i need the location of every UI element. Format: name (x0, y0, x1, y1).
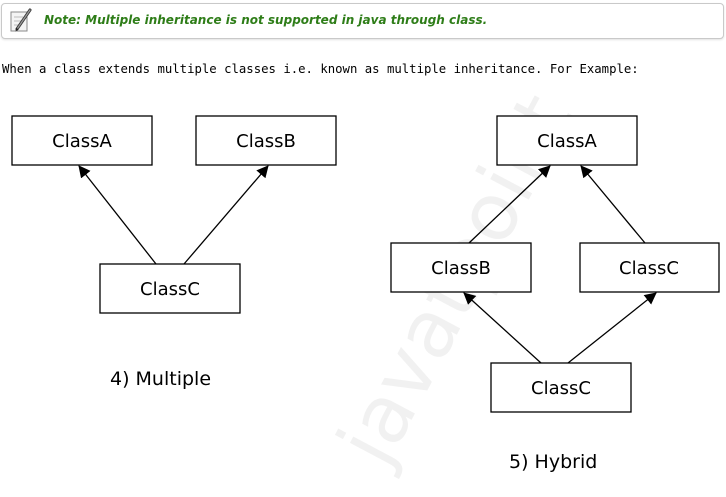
caption-hybrid: 5) Hybrid (509, 451, 597, 473)
box-class-a (11, 115, 153, 166)
box-class-a (496, 115, 638, 166)
label-class-c-bottom: ClassC (531, 378, 591, 399)
hybrid-inheritance-diagram: ClassA ClassB ClassC ClassC 5) Hybrid (390, 115, 720, 473)
note-text: Note: Multiple inheritance is not suppor… (44, 13, 488, 27)
box-class-c (99, 263, 241, 314)
arrow-c-to-a (580, 165, 646, 244)
arrow-bottom-to-c (567, 292, 657, 364)
label-class-c-right: ClassC (619, 258, 679, 279)
arrow-b-to-a (468, 165, 551, 244)
label-class-a: ClassA (52, 131, 112, 152)
multiple-inheritance-diagram: ClassA ClassB ClassC 4) Multiple (11, 115, 337, 390)
arrow-c-to-a (78, 165, 157, 265)
box-class-c-right (579, 242, 720, 293)
pencil-note-icon (10, 8, 32, 32)
arrow-c-to-b (183, 165, 269, 265)
caption-multiple: 4) Multiple (110, 368, 211, 390)
box-class-c-bottom (490, 362, 632, 413)
label-class-a: ClassA (537, 131, 597, 152)
box-class-b (195, 115, 337, 166)
intro-text: When a class extends multiple classes i.… (2, 62, 639, 76)
label-class-b: ClassB (431, 258, 491, 279)
arrow-bottom-to-b (463, 292, 542, 364)
box-class-b (390, 242, 532, 293)
label-class-c: ClassC (140, 279, 200, 300)
note-box: Note: Multiple inheritance is not suppor… (1, 3, 724, 39)
label-class-b: ClassB (236, 131, 296, 152)
